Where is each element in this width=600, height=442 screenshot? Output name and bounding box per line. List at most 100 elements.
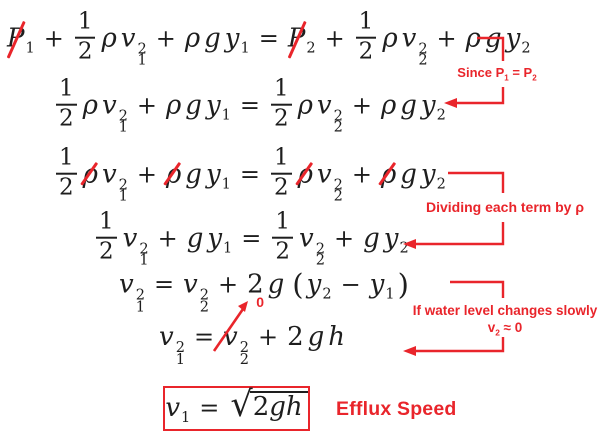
math-token: + <box>351 91 372 120</box>
math-token: v1 <box>165 393 191 427</box>
math-token: = <box>258 24 279 53</box>
math-token: ρ <box>382 23 398 54</box>
math-token: = <box>239 91 260 120</box>
math-token: + <box>136 160 157 189</box>
math-token: = <box>239 160 260 189</box>
annotation-since-mid: = P <box>508 65 533 80</box>
math-token: + <box>136 91 157 120</box>
result-box: v1 = √2gh <box>163 386 310 431</box>
math-token: y2 <box>420 159 446 193</box>
math-token: + <box>351 160 372 189</box>
annotation-dividing: Dividing each term by ρ <box>425 199 585 215</box>
math-token: y1 <box>205 159 231 193</box>
math-token: y1 <box>205 90 231 124</box>
struck-term: P2 <box>287 23 316 57</box>
struck-term: ρ <box>297 159 313 190</box>
math-token: g <box>400 90 417 121</box>
annotation-since-sub1: 1 <box>504 73 509 83</box>
annotation-since-sub2: 2 <box>532 73 537 83</box>
math-token: g <box>185 90 202 121</box>
math-token: g <box>267 269 285 300</box>
math-token: ρ <box>82 90 98 121</box>
math-token: g <box>307 322 325 352</box>
math-token: + <box>333 224 355 253</box>
bracket-arrow-since <box>444 36 505 108</box>
annotation-slow-approx: ≈ 0 <box>499 320 523 335</box>
math-token: h <box>328 322 346 352</box>
struck-term: ρ <box>165 159 182 190</box>
math-token: 2 <box>287 322 304 352</box>
annotation-slow-line1: If water level changes slowly <box>412 303 598 318</box>
math-token: = <box>153 270 175 299</box>
struck-term: ρ <box>380 159 397 190</box>
math-token: g <box>363 223 380 254</box>
math-token: + <box>436 24 457 53</box>
math-token: = <box>193 323 215 351</box>
math-token: + <box>217 270 239 299</box>
math-token: + <box>324 24 345 53</box>
math-token: y1 <box>207 223 233 257</box>
square-root: √2gh <box>230 388 308 423</box>
math-token: g <box>204 23 221 54</box>
math-token: = <box>241 224 262 253</box>
annotation-slow-sub: 2 <box>495 327 500 338</box>
math-token: ρ <box>380 90 397 121</box>
math-token: ρ <box>297 90 313 121</box>
math-token: 2 <box>247 269 264 300</box>
struck-term: P1 <box>7 23 35 57</box>
math-token: + <box>157 224 178 253</box>
bracket-arrow-slow <box>403 280 505 356</box>
math-token: y2 <box>383 223 409 257</box>
math-token: y2 <box>306 269 332 303</box>
math-token: y2 <box>505 23 531 57</box>
strike-arrow-icon <box>212 301 249 352</box>
math-token: + <box>43 24 64 53</box>
struck-term: ρ <box>82 159 98 190</box>
math-token: + <box>257 323 279 351</box>
bracket-arrow-dividing <box>403 171 505 249</box>
math-token: ( <box>292 267 304 302</box>
annotation-since-text: Since P <box>457 65 505 80</box>
annotation-slow-v: v <box>487 320 496 335</box>
math-token: ρ <box>184 23 201 54</box>
zero-label: 0 <box>256 294 264 310</box>
math-token: ρ <box>165 90 182 121</box>
math-token: ) <box>397 267 409 302</box>
annotation-since: Since P1 = P2 <box>457 65 537 83</box>
boxed-equation: v1 = √2gh <box>163 388 309 427</box>
math-token: g <box>186 223 204 254</box>
math-token: g <box>400 159 417 190</box>
math-token: y1 <box>224 23 250 57</box>
math-token: = <box>199 394 220 423</box>
math-token: g <box>185 159 202 190</box>
math-token: ρ <box>101 23 117 54</box>
math-token: ρ <box>465 23 481 54</box>
math-token: + <box>155 24 176 53</box>
math-token: y2 <box>420 90 446 124</box>
efflux-speed-label: Efflux Speed <box>336 398 457 420</box>
